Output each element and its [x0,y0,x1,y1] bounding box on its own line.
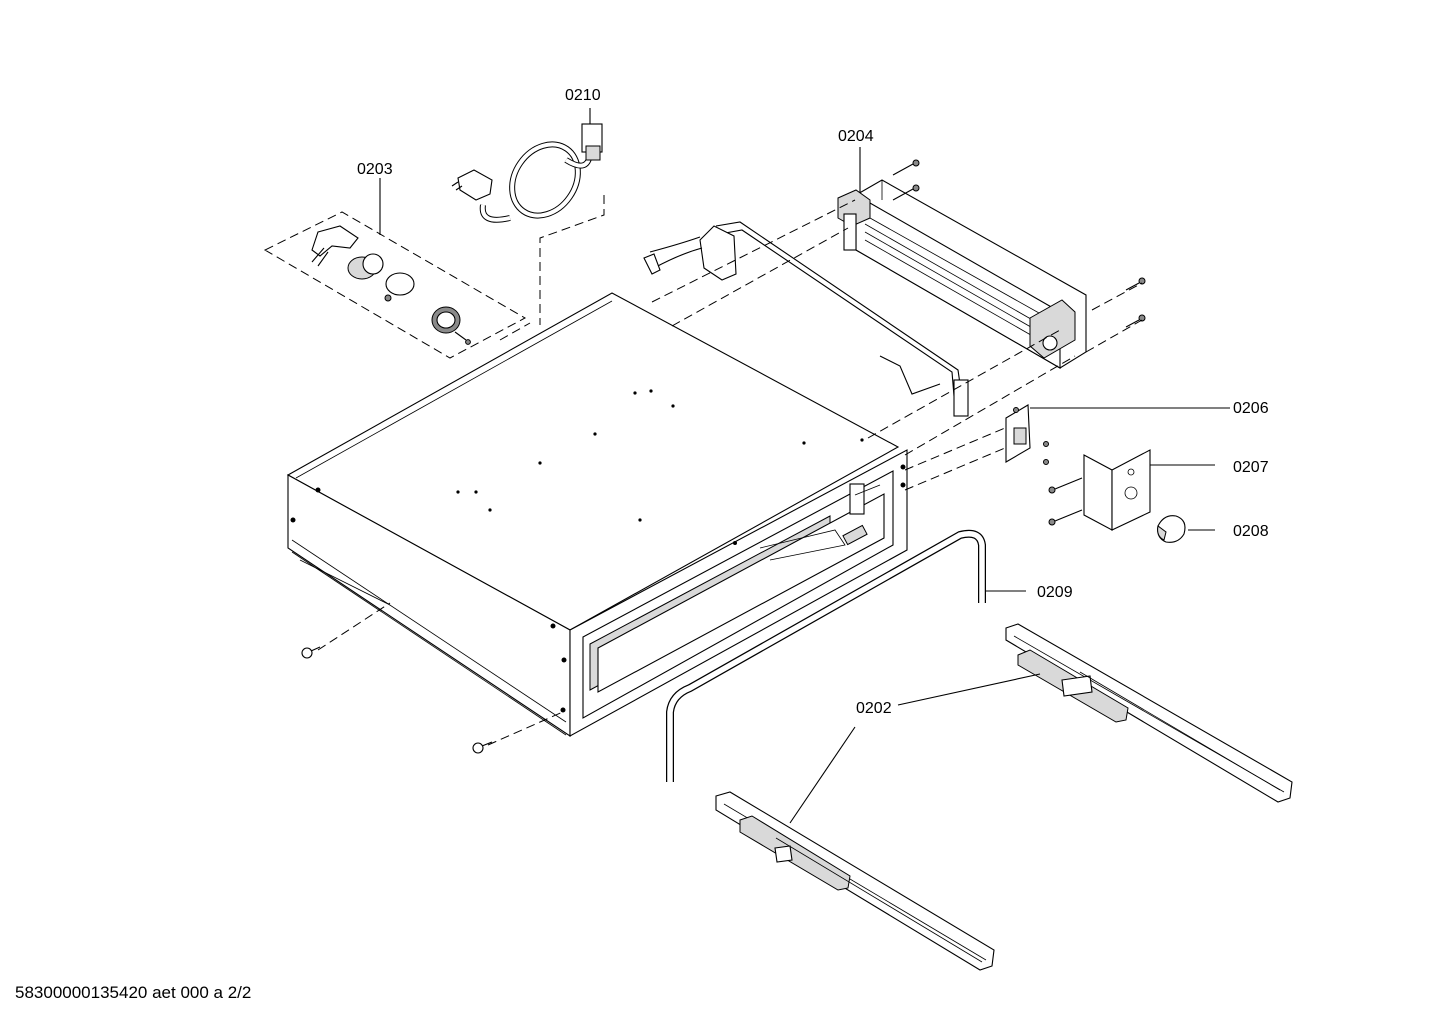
rail-right-0202 [1005,623,1293,803]
motor-assembly-0203 [263,178,531,359]
housing-screw-left [301,602,391,659]
callout-0207: 0207 [1233,459,1269,476]
top-holes [290,389,906,713]
leader-0202-left [789,726,856,824]
callout-0204: 0204 [838,128,874,145]
leader-0202-right [897,673,1041,706]
callout-0202: 0202 [856,700,892,717]
rail-left-0202 [715,791,995,971]
power-cord-0210 [451,108,605,325]
control-board-0206 [904,404,1230,491]
callout-0208: 0208 [1233,523,1269,540]
knob-0208 [1157,515,1215,543]
callout-0209: 0209 [1037,584,1073,601]
drawer-housing [286,292,908,738]
drawing-id: 58300000135420 aet 000 a 2/2 [15,983,251,1002]
heater-assembly-0204 [643,147,1146,456]
seal-0209 [666,529,1026,782]
callout-0206: 0206 [1233,400,1269,417]
callout-0210: 0210 [565,87,601,104]
bracket-0207 [1048,449,1215,531]
callout-0203: 0203 [357,161,393,178]
housing-screw-front [472,710,566,754]
